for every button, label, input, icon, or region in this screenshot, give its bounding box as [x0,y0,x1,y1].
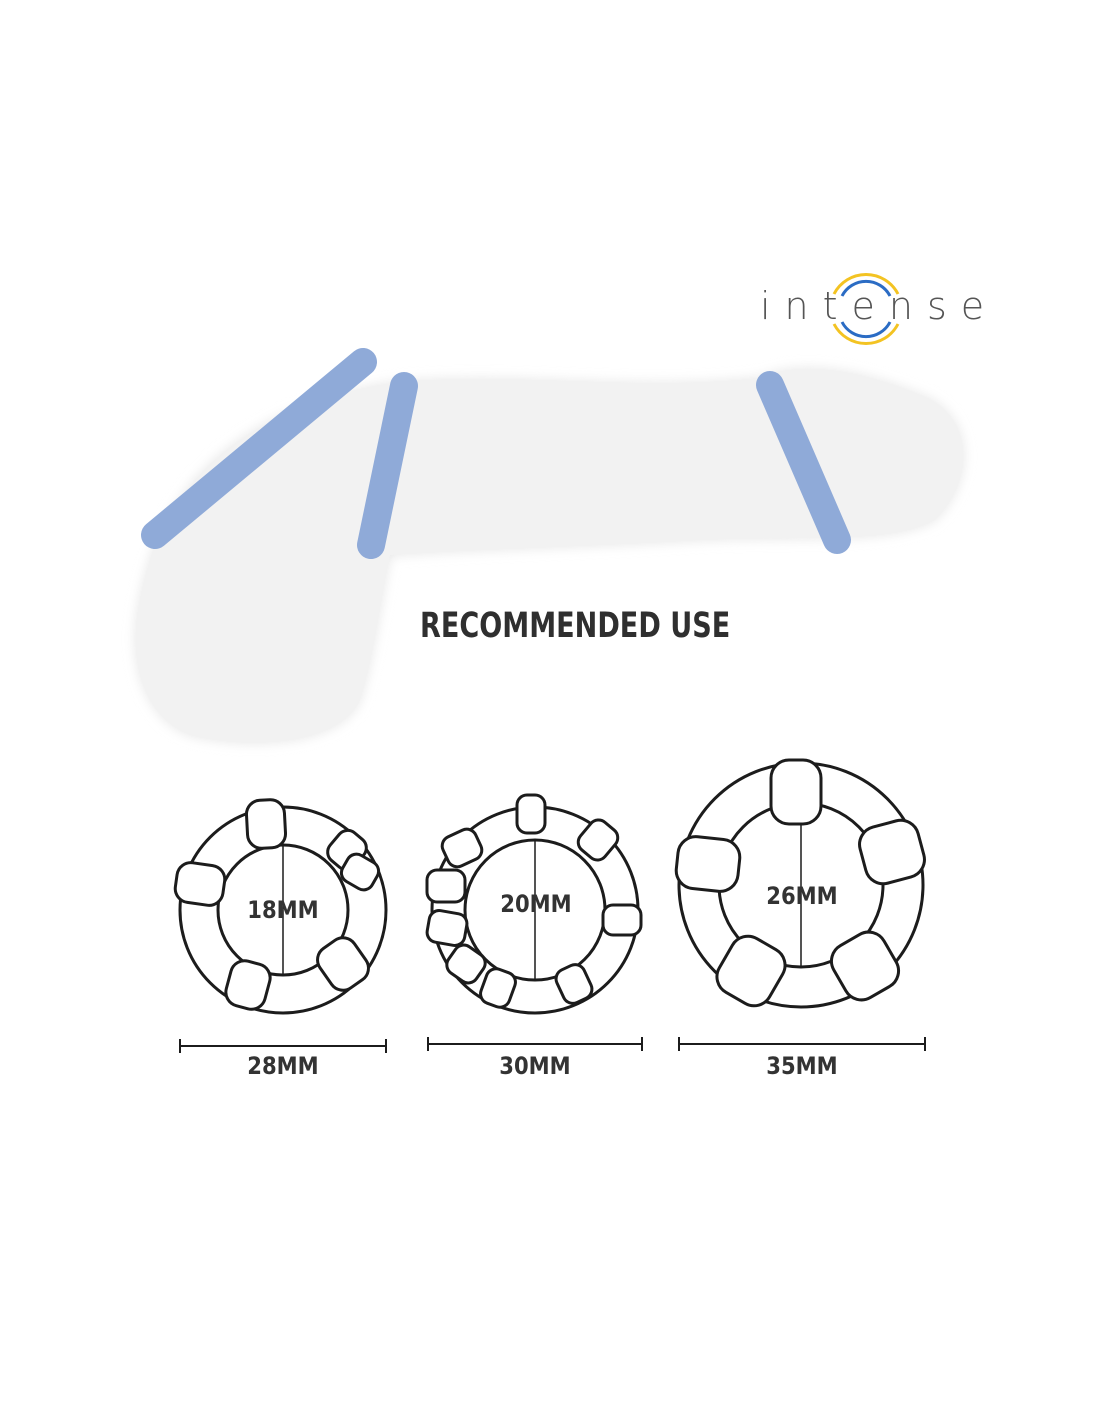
ring-large-nub [674,835,742,893]
body-silhouette [135,368,964,743]
ring-3-inner-label: 26MM [766,882,838,910]
ring-medium-nub [425,868,467,904]
ring-medium-nub [440,827,484,869]
ring-medium [425,793,643,1015]
ring-small-nub [339,852,381,892]
logo-arc-blue-low [840,321,892,339]
ring-large-nub [769,758,823,826]
brand-emblem [832,272,900,346]
ring-large [674,758,926,1009]
ring-large-nub [858,818,926,886]
usage-bands [141,348,851,559]
ring-small-nub [173,861,227,907]
logo-arc-blue [840,279,892,297]
brand-logo-text: intense [760,284,999,328]
band-base [141,348,377,549]
brand-logo: intense [760,270,1000,350]
silhouette [135,368,964,743]
ring-medium-nub [576,818,620,862]
ring-large-nub [829,930,901,1002]
ring-1-inner-label: 18MM [247,896,319,924]
ring-medium-nub [554,963,594,1005]
ring-medium-nub [425,909,469,947]
band-shaft-base [357,372,418,559]
ring-2-inner-label: 20MM [500,890,572,918]
ring-medium-nub [515,793,547,835]
ring-small-nub [224,959,272,1011]
ring-3-outer-label: 35MM [766,1052,838,1080]
ring-2-outer-label: 30MM [499,1052,571,1080]
logo-arc-yellow [832,272,900,295]
band-shaft-top [756,371,851,554]
logo-arc-yellow-low [832,323,900,346]
dimension-lines [179,1037,926,1053]
ring-large-nub [715,934,787,1008]
ring-small [173,798,388,1015]
ring-medium-nub [601,903,643,937]
ring-small-nub [244,798,288,850]
ring-medium-nub [479,967,517,1009]
recommended-use-heading: RECOMMENDED USE [420,606,731,646]
ring-1-outer-label: 28MM [247,1052,319,1080]
ring-small-nub [316,936,370,992]
ring-medium-nub [445,943,487,985]
